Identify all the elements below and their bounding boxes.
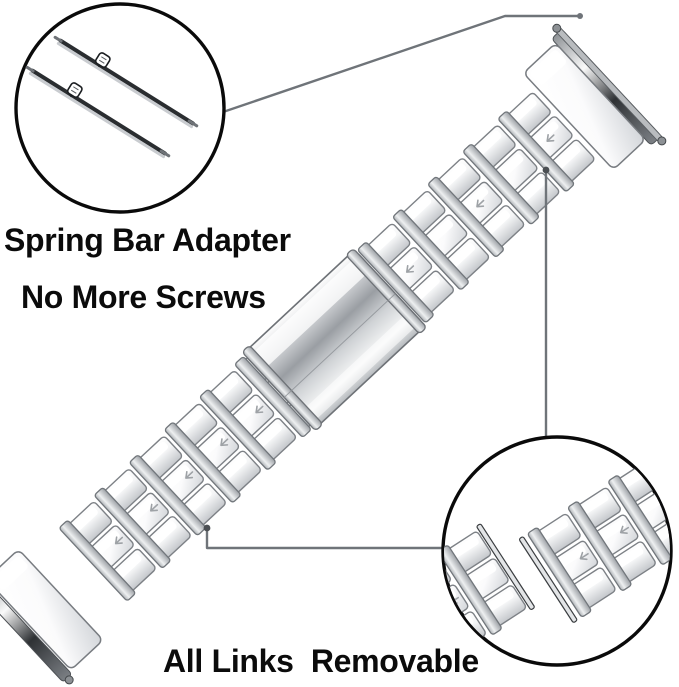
- watch-band-bracelet: [0, 23, 667, 685]
- removable-links-callout-circle: [441, 435, 673, 667]
- spring-bar-leader-line: [222, 13, 583, 114]
- caption-spring-bar-adapter: Spring Bar Adapter: [4, 222, 291, 258]
- spring-bar-pins: [25, 35, 199, 159]
- removable-links-leader-lines: [203, 166, 550, 550]
- spring-bar-end-bottom: [0, 578, 74, 685]
- caption-no-more-screws: No More Screws: [21, 279, 266, 315]
- caption-all-links-removable: All Links Removable: [163, 643, 479, 679]
- band-lug-top: [525, 44, 644, 168]
- detached-link-segments: [444, 460, 670, 664]
- spring-bar-callout-circle: [14, 2, 226, 214]
- spring-bar-end-top: [552, 23, 667, 146]
- band-lug-bottom: [0, 551, 102, 669]
- deployment-clasp: [242, 249, 426, 430]
